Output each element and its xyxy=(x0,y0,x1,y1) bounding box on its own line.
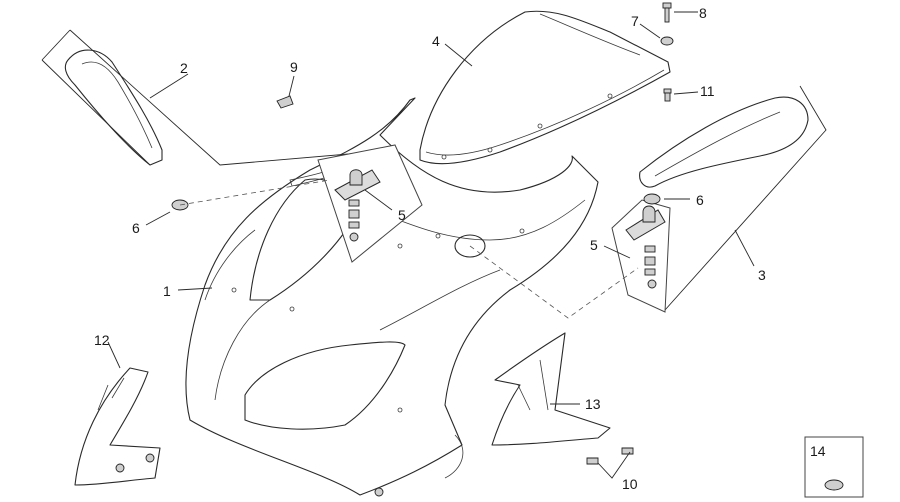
callout-12: 12 xyxy=(94,332,110,348)
windscreen xyxy=(419,10,671,165)
callout-7: 7 xyxy=(631,13,639,29)
screw-11 xyxy=(663,88,672,102)
leader-4 xyxy=(444,43,473,67)
callout-2: 2 xyxy=(180,60,188,76)
callout-9: 9 xyxy=(290,59,298,75)
leader-5a xyxy=(364,189,393,211)
side-panel-left xyxy=(74,367,161,486)
screw-9 xyxy=(276,95,294,109)
callout-5a: 5 xyxy=(398,207,406,223)
side-panel-right xyxy=(491,332,611,446)
leader-3 xyxy=(734,229,755,267)
assembly-line-left xyxy=(179,179,331,206)
leader-2 xyxy=(149,73,189,99)
callout-6b: 6 xyxy=(696,192,704,208)
screws-10 xyxy=(586,447,634,479)
grommet-14 xyxy=(824,479,844,491)
screw-8 xyxy=(662,2,672,23)
callout-10: 10 xyxy=(622,476,638,492)
callout-6a: 6 xyxy=(132,220,140,236)
mirror-left xyxy=(41,29,396,166)
callout-3: 3 xyxy=(758,267,766,283)
leader-11 xyxy=(673,91,699,95)
leader-9 xyxy=(288,75,295,97)
mount-bracket-left xyxy=(317,144,423,263)
leader-1 xyxy=(177,287,213,291)
leader-12 xyxy=(107,341,121,369)
leader-6a xyxy=(145,211,171,226)
callout-11: 11 xyxy=(700,83,715,99)
callout-14: 14 xyxy=(810,443,826,459)
assembly-line-right xyxy=(469,245,639,319)
callout-13: 13 xyxy=(585,396,601,412)
callout-5b: 5 xyxy=(590,237,598,253)
mount-bracket-right xyxy=(611,199,671,313)
callout-8: 8 xyxy=(699,5,707,21)
callout-4: 4 xyxy=(432,33,440,49)
leader-5b xyxy=(603,245,631,259)
washer-7 xyxy=(660,36,674,46)
callout-1: 1 xyxy=(163,283,171,299)
grommet-right xyxy=(643,193,661,205)
leader-7 xyxy=(639,23,661,39)
